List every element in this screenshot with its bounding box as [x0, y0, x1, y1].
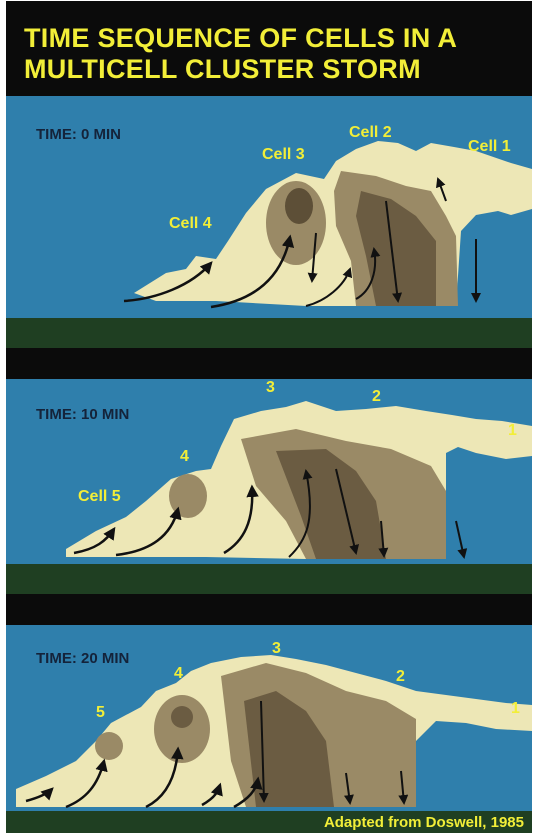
cell-label: 1	[508, 422, 517, 439]
cell-label: Cell 1	[468, 138, 511, 155]
panel-time-10: TIME: 10 MIN 1 2 3 4 Cell 5	[6, 379, 532, 594]
time-label-10: TIME: 10 MIN	[36, 406, 129, 423]
panel-time-20: TIME: 20 MIN 1 2 3 4 5	[6, 625, 532, 833]
time-label-20: TIME: 20 MIN	[36, 650, 129, 667]
time-label-0: TIME: 0 MIN	[36, 126, 121, 143]
cell-label: 2	[396, 668, 405, 685]
cell-label: Cell 2	[349, 124, 392, 141]
cell-label: 4	[174, 665, 183, 682]
cell-4-core	[171, 706, 193, 728]
cell-5-body	[95, 732, 123, 760]
cell-label: 2	[372, 388, 381, 405]
cell-label: 3	[266, 379, 275, 396]
cell-label: Cell 5	[78, 488, 121, 505]
cell-label: 5	[96, 704, 105, 721]
cell-label: Cell 4	[169, 215, 212, 232]
cell-label: 3	[272, 640, 281, 657]
cell-4-body	[169, 474, 207, 518]
ground-strip	[6, 318, 532, 348]
cell-4-body	[154, 695, 210, 763]
cell-label: Cell 3	[262, 146, 305, 163]
cell-3-core	[285, 188, 313, 224]
diagram-figure: TIME SEQUENCE OF CELLS IN A MULTICELL CL…	[6, 1, 532, 833]
storm-diagram: TIME: 0 MIN Cell 1 Cell 2 Cell 3 Cell 4 …	[6, 1, 532, 833]
cell-label: 4	[180, 448, 189, 465]
source-credit: Adapted from Doswell, 1985	[324, 814, 524, 831]
cell-label: 1	[511, 700, 520, 717]
panel-time-0: TIME: 0 MIN Cell 1 Cell 2 Cell 3 Cell 4	[6, 96, 532, 348]
ground-strip	[6, 564, 532, 594]
